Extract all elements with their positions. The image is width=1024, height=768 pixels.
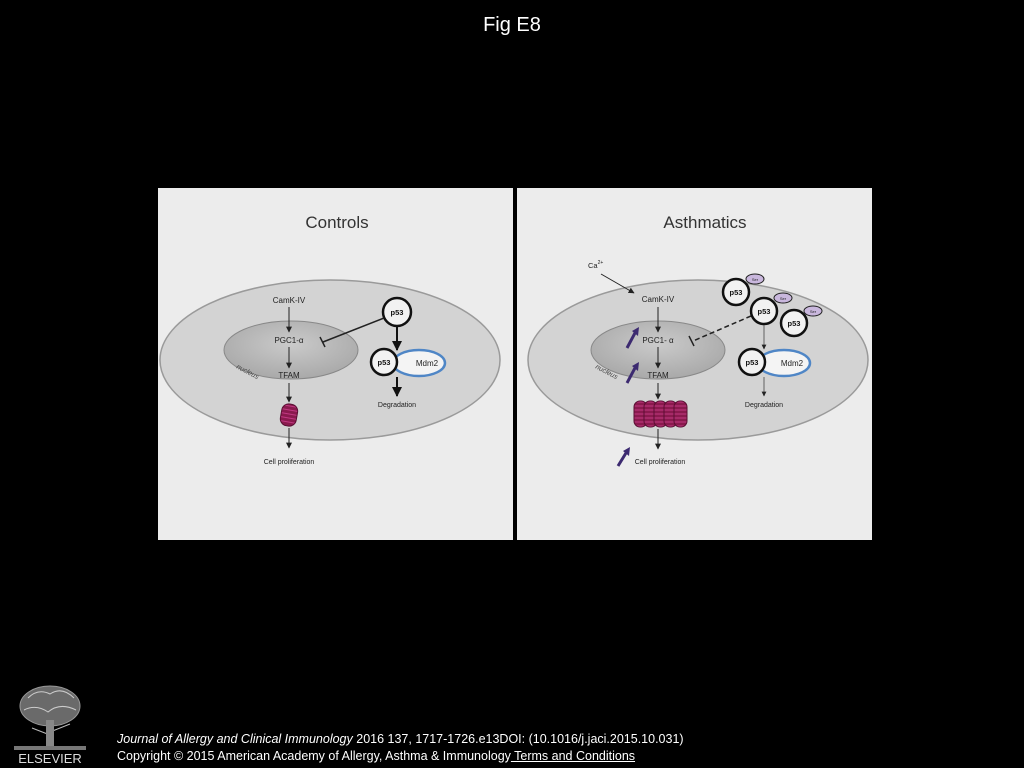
asthmatics-calcium-label: Ca2+	[588, 260, 603, 270]
asthmatics-p53-bound	[737, 347, 767, 377]
controls-panel: Controls nucleus CamK-IV PGC1-α TFAM Cel…	[158, 188, 513, 540]
asthmatics-mdm2-label: Mdm2	[781, 359, 804, 368]
asthmatics-p53-a-label: p53	[730, 288, 743, 297]
asthmatics-inhibition-line	[692, 315, 752, 342]
copyright-text: Copyright © 2015 American Academy of All…	[117, 749, 511, 763]
asthmatics-up-arrow-proliferation-icon	[616, 447, 630, 467]
citation-line: Journal of Allergy and Clinical Immunolo…	[117, 731, 684, 748]
controls-title: Controls	[305, 213, 368, 232]
elsevier-logo-text: ELSEVIER	[18, 751, 82, 766]
asthmatics-arrow-calcium	[600, 273, 635, 294]
asthmatics-up-arrow-pgc-icon	[625, 327, 639, 349]
controls-p53-bound	[369, 347, 399, 377]
asthmatics-ser-a	[745, 273, 765, 285]
asthmatics-ser-b-label: Ser	[780, 296, 787, 301]
controls-mitochondrion-icon	[279, 403, 299, 427]
asthmatics-p53-a	[721, 277, 751, 307]
asthmatics-p53-bound-label: p53	[746, 358, 759, 367]
figure-title: Fig E8	[483, 14, 541, 36]
controls-degradation-label: Degradation	[378, 402, 416, 409]
controls-camk-label: CamK-IV	[273, 296, 306, 305]
asthmatics-inhibition-bar	[688, 335, 695, 347]
asthmatics-tfam-label: TFAM	[647, 371, 669, 380]
citation-details: 2016 137, 1717-1726.e13DOI: (10.1016/j.j…	[352, 732, 684, 746]
elsevier-logo: ELSEVIER	[8, 680, 92, 766]
controls-tfam-label: TFAM	[278, 371, 300, 380]
asthmatics-ser-c	[803, 305, 823, 317]
controls-mdm2-label: Mdm2	[416, 359, 439, 368]
asthmatics-pgc-label: PGC1- α	[642, 336, 674, 345]
pathway-figure: Controls nucleus CamK-IV PGC1-α TFAM Cel…	[158, 188, 872, 540]
asthmatics-proliferation-label: Cell proliferation	[635, 459, 686, 466]
asthmatics-ser-c-label: Ser	[810, 309, 817, 314]
asthmatics-title: Asthmatics	[663, 213, 746, 232]
asthmatics-p53-c-label: p53	[788, 319, 801, 328]
controls-inhibition-bar	[319, 336, 326, 348]
terms-link[interactable]: Terms and Conditions	[510, 749, 636, 763]
asthmatics-mitochondria-cluster-icon	[633, 400, 688, 428]
asthmatics-p53-c	[779, 308, 809, 338]
asthmatics-camk-label: CamK-IV	[642, 295, 675, 304]
asthmatics-ser-b	[773, 292, 793, 304]
asthmatics-p53-b	[749, 296, 779, 326]
controls-p53-top	[381, 296, 413, 328]
copyright-line: Copyright © 2015 American Academy of All…	[117, 748, 684, 765]
controls-pgc-label: PGC1-α	[274, 336, 303, 345]
journal-name: Journal of Allergy and Clinical Immunolo…	[117, 732, 353, 746]
asthmatics-p53-b-label: p53	[758, 307, 771, 316]
controls-inhibition-line	[322, 317, 385, 343]
citation-block: Journal of Allergy and Clinical Immunolo…	[117, 731, 684, 765]
controls-p53-bound-label: p53	[378, 358, 391, 367]
asthmatics-ser-a-label: Ser	[752, 277, 759, 282]
panel-divider	[513, 188, 517, 540]
controls-nucleus	[223, 320, 359, 380]
asthmatics-degradation-label: Degradation	[745, 402, 783, 409]
asthmatics-panel: Asthmatics nucleus Ca2+ CamK-IV PGC1- α …	[517, 188, 872, 540]
asthmatics-up-arrow-tfam-icon	[625, 362, 639, 384]
controls-p53-top-label: p53	[391, 308, 404, 317]
controls-proliferation-label: Cell proliferation	[264, 459, 315, 466]
